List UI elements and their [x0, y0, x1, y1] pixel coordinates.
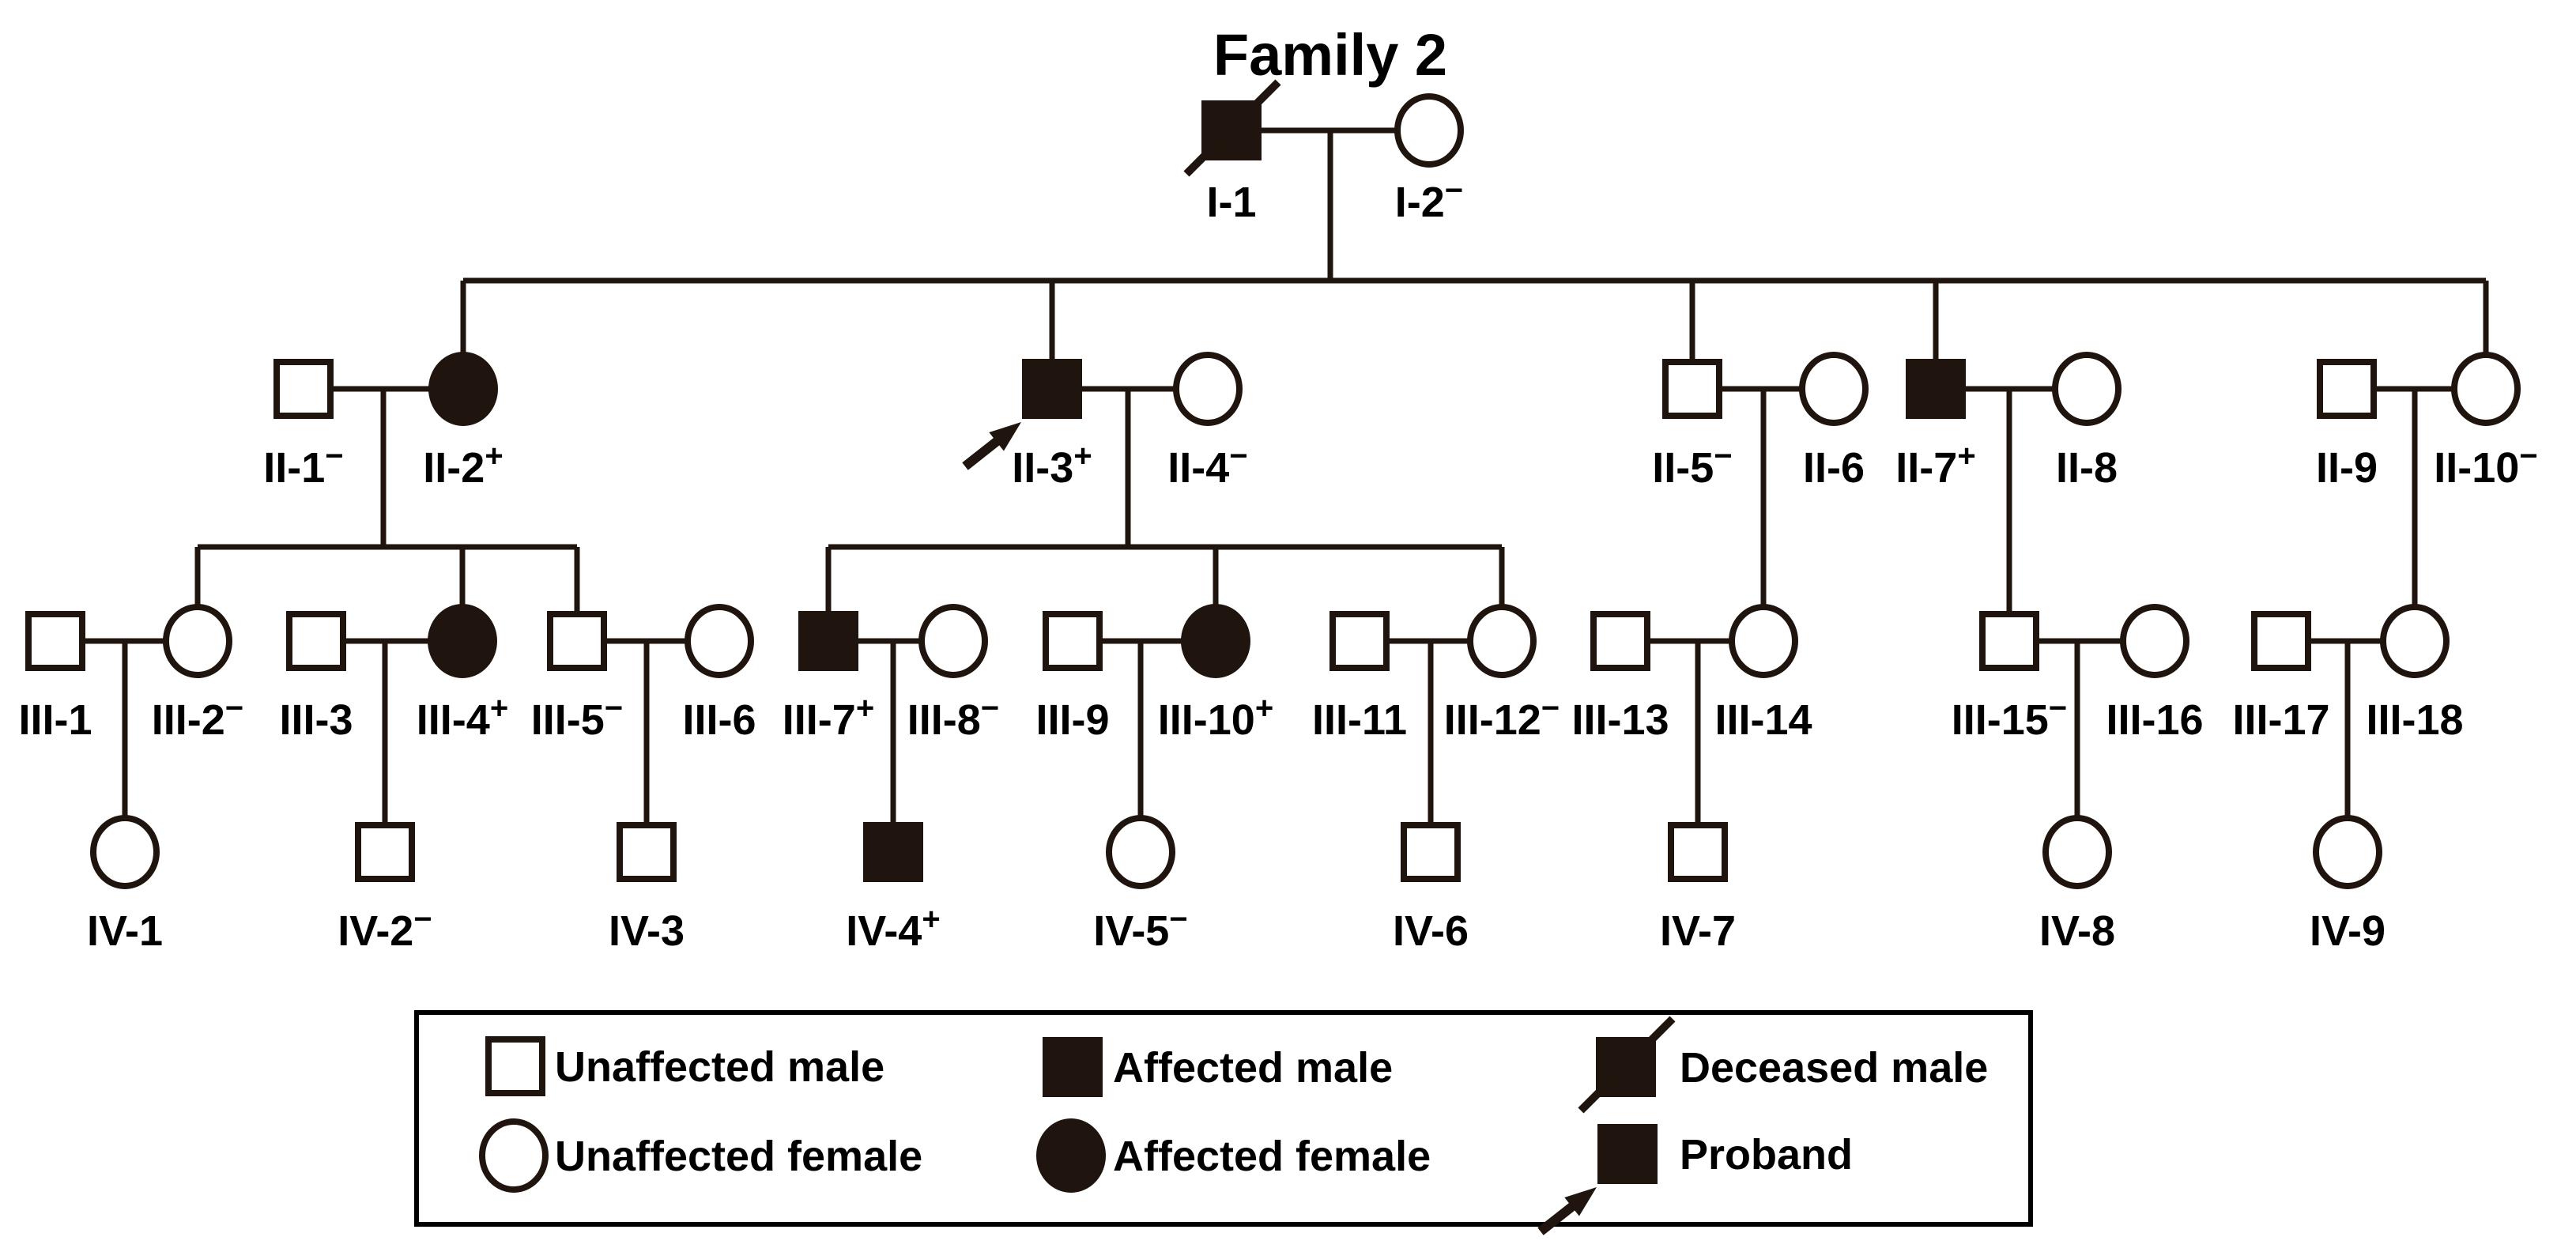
legend-label-3: Affected female [1113, 1133, 1431, 1180]
person-III-13-label: III-13 [1571, 696, 1669, 744]
person-IV-4-symbol [863, 822, 923, 882]
person-III-1-label: III-1 [18, 696, 92, 744]
person-III-4-symbol [428, 604, 497, 678]
person-III-3-symbol [286, 611, 346, 671]
person-II-7-label: II-7+ [1895, 439, 1975, 492]
person-III-16-label: III-16 [2106, 696, 2203, 744]
person-II-5-label: II-5− [1652, 439, 1732, 492]
person-IV-3-symbol [617, 822, 677, 882]
person-III-3-label: III-3 [279, 696, 353, 744]
person-III-8-label: III-8− [907, 691, 999, 744]
person-III-8-symbol [918, 604, 988, 678]
person-III-17-symbol [2251, 611, 2311, 671]
legend-symbol-0 [485, 1036, 545, 1096]
person-IV-6-symbol [1401, 822, 1461, 882]
person-II-3-symbol [1022, 359, 1082, 419]
person-II-10-symbol [2451, 352, 2521, 426]
legend-symbol-5 [1597, 1124, 1658, 1184]
person-II-6-symbol [1799, 352, 1869, 426]
person-III-7-symbol [798, 611, 858, 671]
person-III-1-symbol [25, 611, 85, 671]
person-III-15-symbol [1979, 611, 2039, 671]
person-III-5-label: III-5− [531, 691, 623, 744]
person-III-11-label: III-11 [1312, 696, 1407, 744]
legend-label-1: Unaffected female [555, 1133, 922, 1180]
legend-label-4: Deceased male [1680, 1044, 1988, 1092]
person-II-4-symbol [1173, 352, 1243, 426]
person-III-10-symbol [1181, 604, 1250, 678]
person-IV-1-symbol [90, 815, 160, 889]
person-IV-7-label: IV-7 [1660, 907, 1736, 955]
person-III-5-symbol [547, 611, 607, 671]
person-II-2-label: II-2+ [423, 439, 503, 492]
person-IV-8-symbol [2042, 815, 2112, 889]
legend-label-5: Proband [1680, 1131, 1853, 1178]
person-III-6-label: III-6 [682, 696, 756, 744]
person-II-3-proband-arrow-icon [989, 422, 1021, 451]
figure-title: Family 2 [1213, 22, 1447, 88]
person-III-9-label: III-9 [1035, 696, 1109, 744]
person-III-17-label: III-17 [2232, 696, 2329, 744]
person-III-4-label: III-4+ [417, 691, 508, 744]
person-I-1-deceased-slash-icon [1183, 79, 1281, 177]
person-I-2-label: I-2− [1395, 173, 1463, 226]
person-II-5-symbol [1662, 359, 1722, 419]
person-IV-1-label: IV-1 [87, 907, 163, 955]
person-I-1-label: I-1 [1206, 179, 1256, 226]
person-IV-5-symbol [1106, 815, 1175, 889]
person-III-15-label: III-15− [1952, 691, 2067, 744]
person-IV-8-label: IV-8 [2039, 907, 2115, 955]
person-III-12-symbol [1467, 604, 1537, 678]
legend-proband-arrow-icon [1564, 1187, 1597, 1216]
person-II-2-symbol [428, 352, 498, 426]
person-III-2-label: III-2− [152, 691, 243, 744]
person-IV-9-symbol [2313, 815, 2382, 889]
person-II-7-symbol [1906, 359, 1966, 419]
person-IV-9-label: IV-9 [2310, 907, 2386, 955]
person-IV-3-label: IV-3 [609, 907, 685, 955]
person-II-3-label: II-3+ [1012, 439, 1092, 492]
person-II-8-label: II-8 [2056, 444, 2118, 492]
person-IV-5-label: IV-5− [1093, 902, 1187, 955]
legend-label-0: Unaffected male [555, 1043, 884, 1091]
person-III-18-symbol [2380, 604, 2450, 678]
person-IV-4-label: IV-4+ [846, 902, 940, 955]
person-III-16-symbol [2120, 604, 2189, 678]
legend-deceased-slash-icon [1578, 1016, 1676, 1114]
legend-proband-arrow-icon [1537, 1200, 1579, 1235]
person-II-1-label: II-1− [263, 439, 343, 492]
legend-symbol-3 [1036, 1118, 1106, 1193]
person-II-8-symbol [2052, 352, 2122, 426]
person-I-2-symbol [1394, 93, 1464, 168]
person-II-6-label: II-6 [1803, 444, 1865, 492]
person-III-9-symbol [1043, 611, 1103, 671]
person-III-2-symbol [163, 604, 232, 678]
person-IV-2-symbol [355, 822, 415, 882]
person-III-11-symbol [1329, 611, 1390, 671]
person-II-4-label: II-4− [1167, 439, 1247, 492]
person-III-6-symbol [685, 604, 754, 678]
person-III-18-label: III-18 [2366, 696, 2463, 744]
person-III-13-symbol [1590, 611, 1650, 671]
person-IV-6-label: IV-6 [1393, 907, 1469, 955]
person-II-3-proband-arrow-icon [962, 435, 1004, 470]
person-III-10-label: III-10+ [1158, 691, 1273, 744]
legend-symbol-1 [479, 1118, 549, 1193]
legend-symbol-2 [1043, 1037, 1103, 1097]
person-II-10-label: II-10− [2434, 439, 2537, 492]
person-III-12-label: III-12− [1444, 691, 1560, 744]
person-III-14-symbol [1729, 604, 1798, 678]
person-III-14-label: III-14 [1714, 696, 1812, 744]
person-IV-7-symbol [1668, 822, 1728, 882]
legend-label-2: Affected male [1113, 1044, 1393, 1092]
person-II-9-symbol [2317, 359, 2377, 419]
person-III-7-label: III-7+ [783, 691, 874, 744]
person-II-9-label: II-9 [2316, 444, 2378, 492]
person-II-1-symbol [273, 359, 334, 419]
legend-box [414, 1010, 2033, 1227]
person-IV-2-label: IV-2− [338, 902, 432, 955]
